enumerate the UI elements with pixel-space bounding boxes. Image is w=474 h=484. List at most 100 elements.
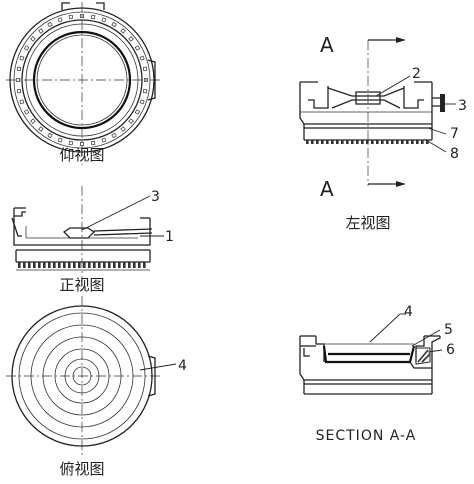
top-view-outer — [11, 305, 153, 447]
front-view-step-left — [14, 211, 26, 217]
front-view-left-lug — [11, 217, 22, 237]
cap-tooth — [118, 262, 121, 268]
serration-tooth — [30, 36, 36, 42]
bottom-view: 仰视图 — [6, 2, 162, 165]
cap-tooth — [98, 262, 101, 268]
section-mark-bottom: A — [320, 177, 334, 201]
leader-4-top — [139, 363, 177, 371]
callout-7: 7 — [450, 126, 459, 142]
cap-tooth — [351, 140, 354, 144]
left-view: A A 2 3 7 8 左视图 — [299, 33, 467, 232]
cap-tooth — [58, 262, 61, 268]
leader-5 — [411, 329, 441, 347]
top-view: 4 俯视图 — [6, 296, 187, 478]
leader-8 — [425, 139, 447, 153]
bottom-view-inner-ring — [36, 34, 128, 126]
serration-tooth — [16, 88, 22, 94]
cap-tooth — [321, 140, 324, 144]
cap-tooth — [33, 262, 36, 268]
serration-tooth — [120, 126, 126, 132]
cap-tooth — [73, 262, 76, 268]
serration-tooth — [47, 21, 53, 28]
cap-tooth — [421, 140, 424, 144]
cap-tooth — [426, 140, 429, 144]
cap-tooth — [113, 262, 116, 268]
serration-tooth — [80, 142, 84, 146]
serration-tooth — [57, 17, 63, 23]
serration-tooth — [38, 28, 44, 34]
cap-tooth — [401, 140, 404, 144]
serration-tooth — [101, 17, 107, 23]
section-driver-cup — [322, 345, 416, 364]
cap-tooth — [416, 140, 419, 144]
front-view-housing — [13, 208, 151, 246]
cap-tooth — [346, 140, 349, 144]
section-left-wall — [315, 336, 325, 362]
top-view-ring-4 — [54, 348, 110, 404]
left-view-cone-bottom — [331, 99, 401, 109]
cap-tooth — [371, 140, 374, 144]
callout-4-section: 4 — [404, 304, 413, 320]
serration-tooth — [144, 78, 148, 82]
serration-tooth — [23, 45, 30, 51]
bottom-view-label: 仰视图 — [59, 146, 104, 164]
leader-2 — [375, 75, 411, 97]
section-housing — [299, 336, 441, 381]
serration-tooth — [19, 55, 25, 61]
top-view-ring-1 — [18, 312, 146, 440]
serration-tooth — [30, 118, 36, 124]
cap-tooth — [381, 140, 384, 144]
cap-tooth — [306, 140, 309, 144]
cap-tooth — [406, 140, 409, 144]
section-bottom-edge — [409, 361, 432, 369]
cap-tooth — [366, 140, 369, 144]
cap-tooth — [63, 262, 66, 268]
serration-tooth — [19, 99, 25, 105]
cap-tooth — [326, 140, 329, 144]
cap-tooth — [133, 262, 136, 268]
cap-tooth — [396, 140, 399, 144]
cap-tooth — [143, 262, 146, 268]
serration-tooth — [128, 118, 134, 124]
serration-tooth — [57, 137, 63, 143]
callout-8: 8 — [450, 146, 459, 162]
left-view-left-wall — [308, 86, 329, 109]
top-view-ring-2 — [30, 324, 134, 428]
cap-tooth — [43, 262, 46, 268]
front-view-label: 正视图 — [59, 276, 104, 294]
cap-tooth — [356, 140, 359, 144]
bottom-view-rim-inner — [13, 11, 151, 149]
cap-tooth — [23, 262, 26, 268]
callout-1: 1 — [165, 229, 174, 245]
cap-tooth — [123, 262, 126, 268]
cap-tooth — [361, 140, 364, 144]
cap-tooth — [93, 262, 96, 268]
left-view-magnet — [355, 91, 381, 105]
serration-tooth — [68, 140, 74, 146]
serration-tooth — [139, 99, 145, 105]
callout-2: 2 — [412, 66, 421, 82]
serration-tooth — [111, 21, 117, 28]
leader-6 — [427, 349, 443, 353]
section-clip-hatch-2 — [421, 353, 431, 363]
top-view-label: 俯视图 — [59, 460, 104, 478]
cap-tooth — [83, 262, 86, 268]
bottom-view-top-tab — [61, 2, 105, 10]
serration-tooth — [139, 55, 145, 61]
cap-tooth — [138, 262, 141, 268]
bottom-view-serrations — [16, 14, 148, 146]
callout-4-top: 4 — [178, 358, 187, 374]
cap-tooth — [341, 140, 344, 144]
section-arrow-bottom-head — [396, 181, 406, 187]
serration-tooth — [38, 126, 44, 132]
cap-tooth — [316, 140, 319, 144]
serration-tooth — [142, 66, 148, 72]
front-view-driver — [62, 227, 96, 239]
cap-tooth — [88, 262, 91, 268]
cap-tooth — [78, 262, 81, 268]
cap-tooth — [108, 262, 111, 268]
leader-3-front — [81, 195, 151, 231]
cap-tooth — [53, 262, 56, 268]
